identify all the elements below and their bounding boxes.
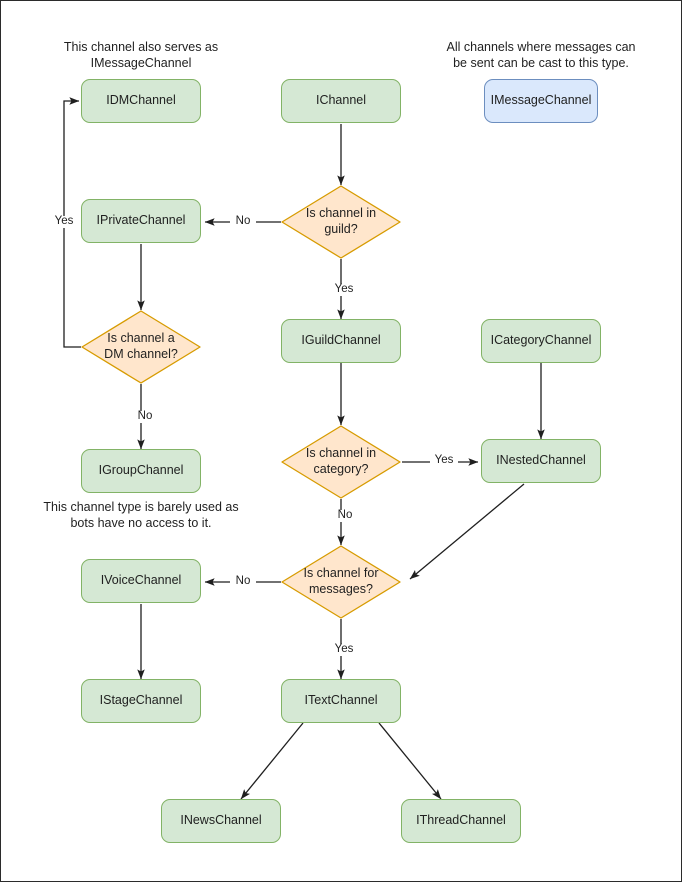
edge-label-guild-yes: Yes — [330, 283, 358, 296]
edge-label-category-no: No — [332, 509, 358, 522]
note-igroupchannel-line2: bots have no access to it. — [70, 516, 212, 531]
node-itextchannel[interactable]: ITextChannel — [281, 679, 401, 723]
node-ithreadchannel[interactable]: IThreadChannel — [401, 799, 521, 843]
note-igroupchannel: This channel type is barely used as bots… — [31, 499, 251, 532]
node-iguildchannel[interactable]: IGuildChannel — [281, 319, 401, 363]
note-idmchannel-line1: This channel also serves as — [63, 40, 219, 54]
note-imessagechannel-line1: All channels where messages can — [446, 40, 636, 54]
decision-is-dm-channel[interactable]: Is channel a DM channel? — [81, 310, 201, 384]
node-inewschannel[interactable]: INewsChannel — [161, 799, 281, 843]
diamond-shape-is-in-guild — [281, 185, 401, 259]
decision-is-in-category[interactable]: Is channel in category? — [281, 425, 401, 499]
note-imessagechannel-line2: be sent can be cast to this type. — [453, 56, 629, 71]
node-inestedchannel[interactable]: INestedChannel — [481, 439, 601, 483]
decision-is-in-guild[interactable]: Is channel in guild? — [281, 185, 401, 259]
node-igroupchannel[interactable]: IGroupChannel — [81, 449, 201, 493]
diamond-shape-is-dm-channel — [81, 310, 201, 384]
node-ivoicechannel[interactable]: IVoiceChannel — [81, 559, 201, 603]
note-igroupchannel-line1: This channel type is barely used as — [43, 500, 239, 514]
edge-label-dm-yes: Yes — [49, 215, 79, 228]
edge-label-category-yes: Yes — [430, 454, 458, 467]
edge-inested-to-messages — [409, 483, 525, 580]
edge-itext-to-ithread — [378, 722, 442, 800]
note-idmchannel-line2: IMessageChannel — [90, 56, 192, 71]
edge-itext-to-inews — [240, 722, 304, 800]
edge-label-dm-no: No — [132, 410, 158, 423]
node-icategorychannel[interactable]: ICategoryChannel — [481, 319, 601, 363]
node-imessagechannel[interactable]: IMessageChannel — [484, 79, 598, 123]
node-iprivatechannel[interactable]: IPrivateChannel — [81, 199, 201, 243]
node-idmchannel[interactable]: IDMChannel — [81, 79, 201, 123]
note-imessagechannel: All channels where messages can be sent … — [433, 39, 649, 72]
diamond-shape-is-in-category — [281, 425, 401, 499]
diamond-shape-is-for-messages — [281, 545, 401, 619]
node-ichannel[interactable]: IChannel — [281, 79, 401, 123]
edge-label-messages-yes: Yes — [330, 643, 358, 656]
note-idmchannel: This channel also serves as IMessageChan… — [46, 39, 236, 72]
node-istagechannel[interactable]: IStageChannel — [81, 679, 201, 723]
edge-label-guild-no: No — [230, 215, 256, 228]
edge-label-messages-no: No — [230, 575, 256, 588]
decision-is-for-messages[interactable]: Is channel for messages? — [281, 545, 401, 619]
